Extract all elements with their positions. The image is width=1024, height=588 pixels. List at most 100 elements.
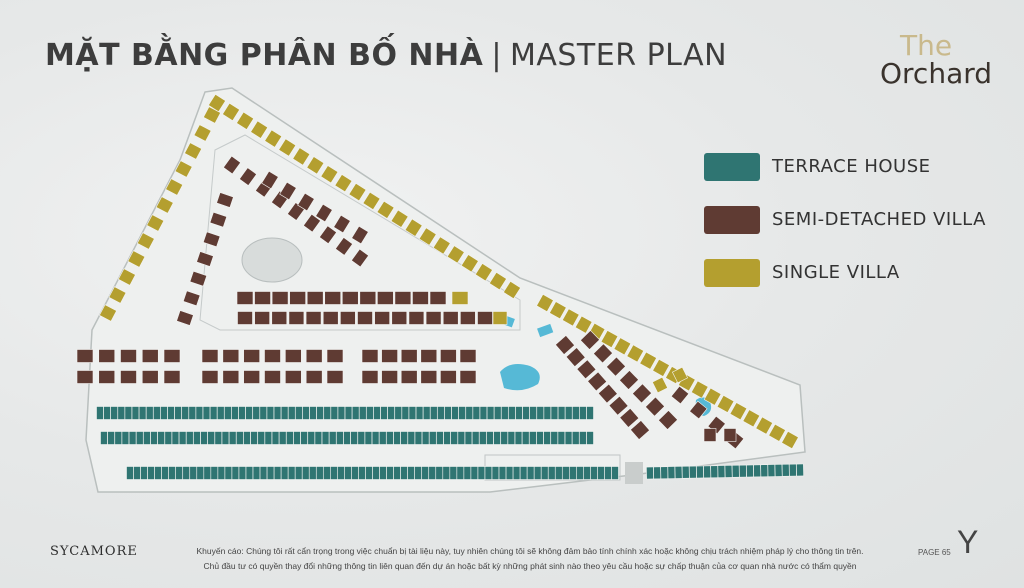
terrace-house-unit[interactable] — [175, 466, 184, 480]
single-villa-unit[interactable] — [278, 138, 297, 157]
semi-detached-villa-unit[interactable] — [460, 311, 476, 325]
terrace-house-unit[interactable] — [767, 464, 776, 477]
terrace-house-unit[interactable] — [264, 431, 273, 445]
semi-detached-villa-unit[interactable] — [303, 213, 321, 233]
terrace-house-unit[interactable] — [214, 431, 223, 445]
terrace-house-unit[interactable] — [252, 466, 261, 480]
semi-detached-villa-unit[interactable] — [223, 155, 241, 175]
terrace-house-unit[interactable] — [436, 431, 444, 445]
terrace-house-unit[interactable] — [788, 463, 797, 477]
terrace-house-unit[interactable] — [547, 466, 556, 480]
terrace-house-unit[interactable] — [207, 431, 216, 445]
terrace-house-unit[interactable] — [500, 431, 509, 445]
semi-detached-villa-unit[interactable] — [163, 349, 181, 363]
terrace-house-unit[interactable] — [228, 431, 237, 445]
terrace-house-unit[interactable] — [393, 431, 401, 445]
terrace-house-unit[interactable] — [286, 431, 294, 445]
semi-detached-villa-unit[interactable] — [351, 248, 369, 268]
semi-detached-villa-unit[interactable] — [361, 349, 379, 363]
semi-detached-villa-unit[interactable] — [297, 192, 315, 212]
terrace-house-unit[interactable] — [457, 431, 466, 445]
terrace-house-unit[interactable] — [96, 406, 104, 420]
single-villa-unit[interactable] — [474, 263, 493, 282]
semi-detached-villa-unit[interactable] — [279, 181, 297, 201]
terrace-house-unit[interactable] — [400, 466, 408, 480]
semi-detached-villa-unit[interactable] — [189, 270, 208, 287]
terrace-house-unit[interactable] — [508, 406, 516, 420]
terrace-house-unit[interactable] — [428, 466, 437, 480]
terrace-house-unit[interactable] — [157, 431, 165, 445]
terrace-house-unit[interactable] — [371, 431, 380, 445]
terrace-house-unit[interactable] — [196, 466, 205, 480]
semi-detached-villa-unit[interactable] — [285, 349, 302, 363]
single-villa-unit[interactable] — [488, 271, 507, 291]
semi-detached-villa-unit[interactable] — [335, 237, 353, 256]
semi-detached-villa-unit[interactable] — [593, 343, 613, 364]
terrace-house-unit[interactable] — [746, 464, 754, 478]
terrace-house-unit[interactable] — [231, 466, 240, 480]
terrace-house-unit[interactable] — [393, 466, 401, 480]
single-villa-unit[interactable] — [639, 351, 657, 370]
terrace-house-unit[interactable] — [278, 431, 287, 445]
single-villa-unit[interactable] — [755, 416, 774, 435]
terrace-house-unit[interactable] — [344, 466, 352, 480]
terrace-house-unit[interactable] — [174, 406, 182, 420]
semi-detached-villa-unit[interactable] — [76, 370, 94, 384]
semi-detached-villa-unit[interactable] — [606, 356, 626, 377]
single-villa-unit[interactable] — [208, 93, 226, 113]
single-villa-unit[interactable] — [703, 387, 722, 406]
single-villa-unit[interactable] — [613, 337, 632, 356]
terrace-house-unit[interactable] — [529, 431, 537, 445]
semi-detached-villa-unit[interactable] — [261, 170, 279, 190]
semi-detached-villa-unit[interactable] — [98, 370, 116, 384]
semi-detached-villa-unit[interactable] — [340, 311, 356, 325]
semi-detached-villa-unit[interactable] — [477, 311, 493, 325]
terrace-house-unit[interactable] — [458, 406, 466, 420]
terrace-house-unit[interactable] — [365, 466, 373, 480]
terrace-house-unit[interactable] — [351, 466, 359, 480]
terrace-house-unit[interactable] — [364, 431, 373, 445]
single-villa-unit[interactable] — [742, 409, 761, 428]
single-villa-unit[interactable] — [503, 280, 521, 300]
terrace-house-unit[interactable] — [470, 466, 479, 480]
terrace-house-unit[interactable] — [259, 466, 268, 480]
terrace-house-unit[interactable] — [387, 406, 395, 420]
semi-detached-villa-unit[interactable] — [98, 349, 116, 363]
semi-detached-villa-unit[interactable] — [163, 370, 181, 384]
single-villa-unit[interactable] — [99, 304, 117, 322]
terrace-house-unit[interactable] — [536, 431, 544, 445]
terrace-house-unit[interactable] — [273, 466, 282, 480]
single-villa-unit[interactable] — [716, 394, 735, 413]
terrace-house-unit[interactable] — [449, 466, 458, 480]
semi-detached-villa-unit[interactable] — [201, 349, 219, 363]
terrace-house-unit[interactable] — [421, 466, 430, 480]
terrace-house-unit[interactable] — [604, 466, 612, 480]
terrace-house-unit[interactable] — [408, 406, 417, 420]
semi-detached-villa-unit[interactable] — [306, 291, 324, 305]
terrace-house-unit[interactable] — [521, 431, 530, 445]
terrace-house-unit[interactable] — [300, 431, 308, 445]
semi-detached-villa-unit[interactable] — [400, 349, 418, 363]
semi-detached-villa-unit[interactable] — [243, 349, 260, 363]
terrace-house-unit[interactable] — [131, 406, 140, 420]
single-villa-unit[interactable] — [561, 308, 580, 327]
semi-detached-villa-unit[interactable] — [196, 251, 214, 267]
semi-detached-villa-unit[interactable] — [670, 385, 690, 405]
semi-detached-villa-unit[interactable] — [459, 370, 477, 384]
terrace-house-unit[interactable] — [505, 466, 514, 480]
terrace-house-unit[interactable] — [564, 406, 573, 420]
terrace-house-unit[interactable] — [522, 406, 530, 420]
terrace-house-unit[interactable] — [781, 463, 790, 477]
single-villa-unit[interactable] — [264, 129, 283, 148]
terrace-house-unit[interactable] — [414, 431, 423, 445]
terrace-house-unit[interactable] — [586, 431, 594, 445]
terrace-house-unit[interactable] — [557, 431, 566, 445]
terrace-house-unit[interactable] — [414, 466, 422, 480]
terrace-house-unit[interactable] — [357, 431, 366, 445]
semi-detached-villa-unit[interactable] — [326, 370, 344, 384]
terrace-house-unit[interactable] — [154, 466, 162, 480]
terrace-house-unit[interactable] — [540, 466, 549, 480]
terrace-house-unit[interactable] — [271, 431, 280, 445]
single-villa-unit[interactable] — [626, 344, 645, 363]
terrace-house-unit[interactable] — [309, 406, 317, 420]
